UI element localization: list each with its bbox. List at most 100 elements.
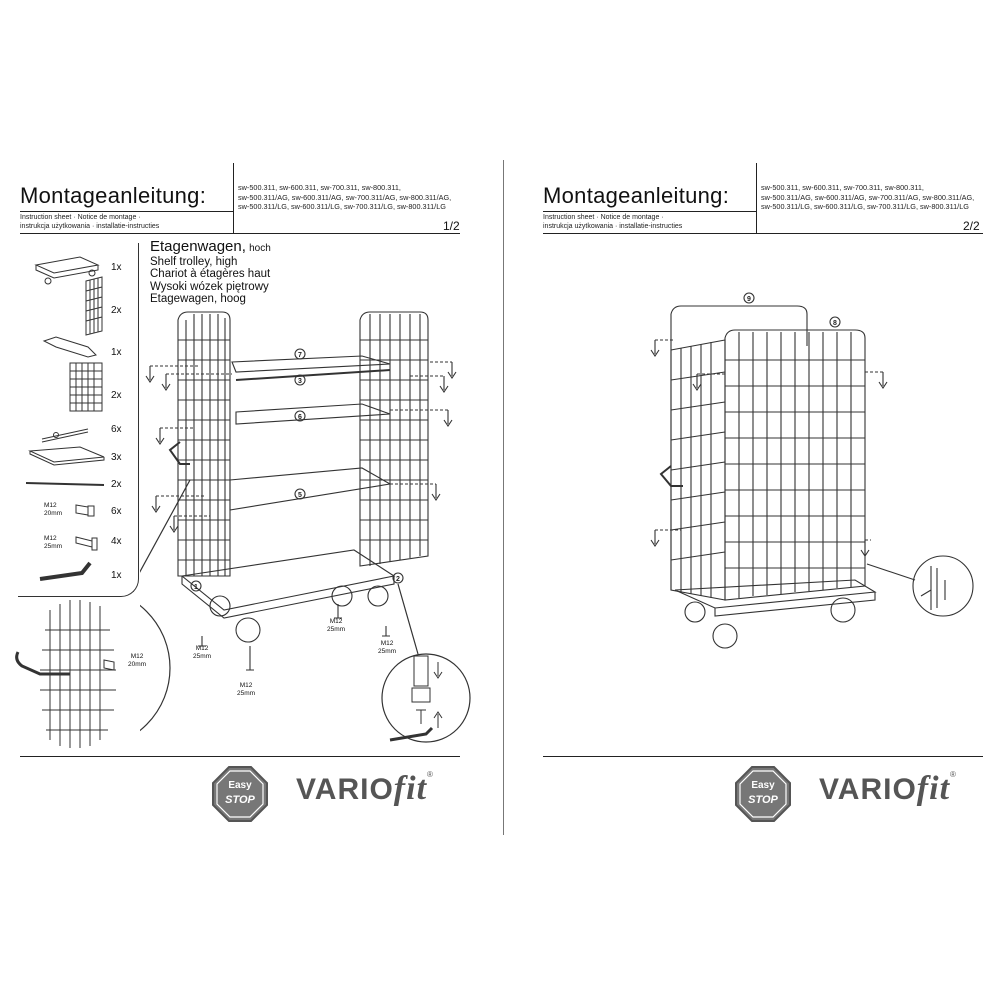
qty-bolt-25mm: 4x [111,536,122,547]
page-number: 1/2 [443,219,460,233]
brand-name-fit: fit [916,770,951,807]
page-number: 2/2 [963,219,980,233]
qty-base-platform: 1x [111,262,122,273]
footer-rule [20,756,460,757]
registered-mark: ® [427,770,434,779]
registered-mark: ® [950,770,957,779]
brand-name-main: VARIO [819,773,917,806]
step-circle-1 [190,580,202,592]
front-mesh-panel [724,329,866,601]
trolley-assembly-drawing: 7 3 6 5 1 2 [140,311,471,743]
assembly-guide-lines [150,361,452,517]
step-label-3: 3 [298,378,302,385]
shelf-5 [229,467,392,511]
instruction-page-2: Montageanleitung: sw-500.311, sw-600.311… [505,0,1000,1000]
easy-stop-logo: Easy STOP [735,766,791,822]
mesh-side-panel-icon [85,276,103,336]
qty-hex-key: 1x [111,570,122,581]
step-label-8: 8 [833,320,837,327]
push-handle [659,465,683,487]
step-label-7: 7 [298,352,302,359]
logo-bottom-text: STOP [748,794,778,806]
brand-wordmark: VARIOfit® [819,770,957,808]
step-label-6: 6 [298,414,302,421]
push-handle [168,441,190,465]
detail-contents [920,566,946,610]
shelf-bracket-icon [41,428,89,443]
logo-top-text: Easy [228,780,252,791]
detail-circle-handle [140,604,171,732]
assembly-arrows [650,340,888,557]
parts-illustrations [25,256,105,581]
rod-icon [25,482,105,486]
step-label-1: 1 [194,584,198,591]
instruction-page-1: Montageanleitung: sw-500.311, sw-600.311… [15,163,471,822]
base-platform-icon [34,256,100,285]
detail-leader [866,563,916,581]
trolley-base [674,579,877,617]
subtitle-line-2: instrukcja użytkowania · installatie-ins… [20,223,160,230]
title-underline [20,211,233,212]
qty-mesh-panel: 2x [111,390,122,401]
step-circle-5 [294,488,306,500]
handle-detail-drawing [15,600,116,748]
product-name-pl: Wysoki wózek piętrowy [150,280,269,293]
qty-push-handle: 1x [111,347,122,358]
product-name-nl: Etagewagen, hoog [150,293,246,305]
step-label-9: 9 [747,296,751,303]
step-label-2: 2 [396,576,400,583]
page-title: Montageanleitung: [20,183,207,208]
mesh-panel-icon [69,362,103,412]
brand-wordmark: VARIOfit® [296,770,434,808]
step-circle-6 [294,410,306,422]
product-name-de-suffix: hoch [249,243,271,254]
subtitle-line-2: instrukcja użytkowania · installatie-ins… [543,223,683,230]
easy-stop-logo: Easy STOP [212,766,268,822]
step-circle-3 [294,374,306,386]
header-divider [233,163,234,233]
subtitle-line-1: Instruction sheet · Notice de montage · [20,214,141,221]
page-divider [503,160,504,835]
bolt-20mm-label: M12 20mm [44,502,63,517]
wheel-detail-drawing [389,655,443,742]
qty-bolt-20mm: 6x [111,506,122,517]
shelf-3-rod [235,369,391,381]
model-list: sw-500.311, sw-600.311, sw-700.311, sw-8… [761,183,975,211]
header-rule [543,233,983,234]
bolt-20mm-icon [75,504,95,517]
left-side-frame [670,339,726,601]
qty-shelf-bracket: 6x [111,424,122,435]
model-list: sw-500.311, sw-600.311, sw-700.311, sw-8… [238,183,452,211]
step-circle-2 [392,572,404,584]
header-rule [20,233,460,234]
bolt-label-3: M12 25mm [327,618,346,633]
step-circle-7 [294,348,306,360]
bolt-label-1: M12 25mm [193,645,212,660]
brand-name-main: VARIO [296,773,394,806]
product-names: Etagenwagen, hoch Shelf trolley, high Ch… [150,239,271,306]
bolt-25mm-label: M12 25mm [44,535,63,550]
detail-leader-left [140,479,191,573]
detail-leader-right [397,583,419,655]
title-underline [543,211,756,212]
bolt-25mm-icon [75,536,98,551]
parts-list-box [18,243,139,597]
hex-key-icon [39,561,92,581]
trolley-final-drawing: 9 8 [650,292,974,649]
header-divider [756,163,757,233]
detail-bolt-label: M12 20mm [128,653,147,668]
shelf-7 [231,355,391,373]
base-bolts [198,604,390,671]
bolt-label-2: M12 25mm [237,682,256,697]
page-title: Montageanleitung: [543,183,730,208]
product-name-en: Shelf trolley, high [150,255,238,268]
logo-top-text: Easy [751,780,775,791]
shelf-6 [235,403,391,425]
footer-rule [543,756,983,757]
step-label-5: 5 [298,492,302,499]
detail-circle [912,555,974,617]
wheels [684,597,856,649]
subtitle-line-1: Instruction sheet · Notice de montage · [543,214,664,221]
product-name-fr: Chariot à étagères haut [150,268,271,280]
wheels [209,585,389,643]
